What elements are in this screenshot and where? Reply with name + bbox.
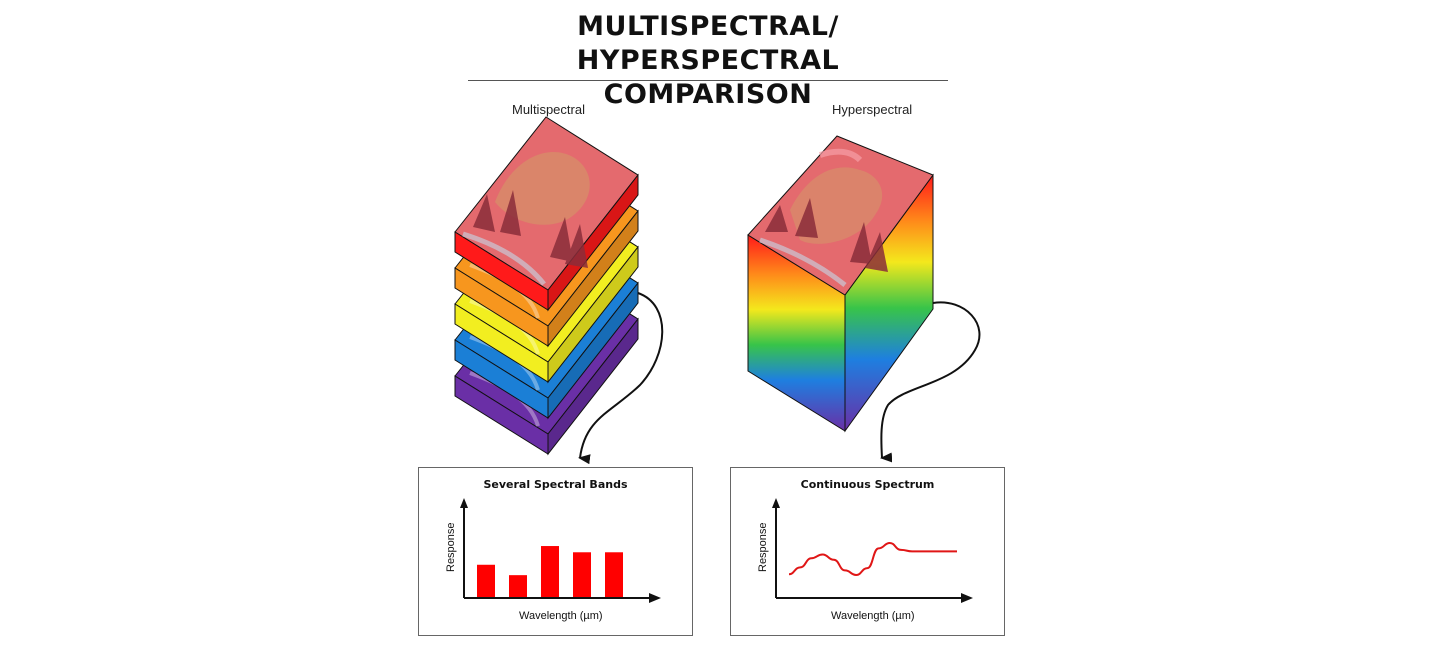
line-chart-plot — [772, 498, 973, 603]
title-line-2: HYPERSPECTRAL COMPARISON — [576, 45, 840, 110]
spectral-band-bar — [605, 552, 623, 597]
chart-title: Continuous Spectrum — [800, 478, 935, 491]
hyperspectral-connector-arrow — [880, 301, 981, 463]
spectral-band-bar — [477, 564, 495, 597]
bar-chart-plot — [460, 498, 661, 603]
x-axis-arrow — [649, 593, 661, 603]
hyperspectral-label: Hyperspectral — [832, 102, 913, 117]
x-axis-label: Wavelength (µm) — [831, 610, 915, 622]
hyperspectral-cube — [747, 135, 934, 433]
y-axis-label: Response — [757, 522, 769, 572]
spectrum-line — [788, 542, 957, 576]
y-axis-label: Response — [445, 522, 457, 572]
x-axis-arrow — [961, 593, 973, 603]
chart-title: Several Spectral Bands — [483, 478, 628, 491]
y-axis-arrow — [460, 498, 468, 508]
multispectral-layer — [454, 116, 639, 312]
y-axis-arrow — [772, 498, 780, 508]
spectral-band-bar — [573, 552, 591, 597]
spectral-bands-chart: Several Spectral Bands Response Waveleng… — [418, 467, 693, 636]
continuous-spectrum-chart: Continuous Spectrum Response Wavelength … — [730, 467, 1005, 636]
title-line-1: MULTISPECTRAL/ — [577, 11, 839, 42]
spectral-band-bar — [509, 575, 527, 597]
multispectral-label: Multispectral — [512, 102, 585, 117]
title-underline — [468, 80, 948, 81]
multispectral-stack — [454, 116, 639, 456]
diagram-title: MULTISPECTRAL/ HYPERSPECTRAL COMPARISON — [468, 10, 948, 112]
spectral-band-bar — [541, 546, 559, 597]
x-axis-label: Wavelength (µm) — [519, 610, 603, 622]
multispectral-connector-arrow — [578, 292, 664, 465]
